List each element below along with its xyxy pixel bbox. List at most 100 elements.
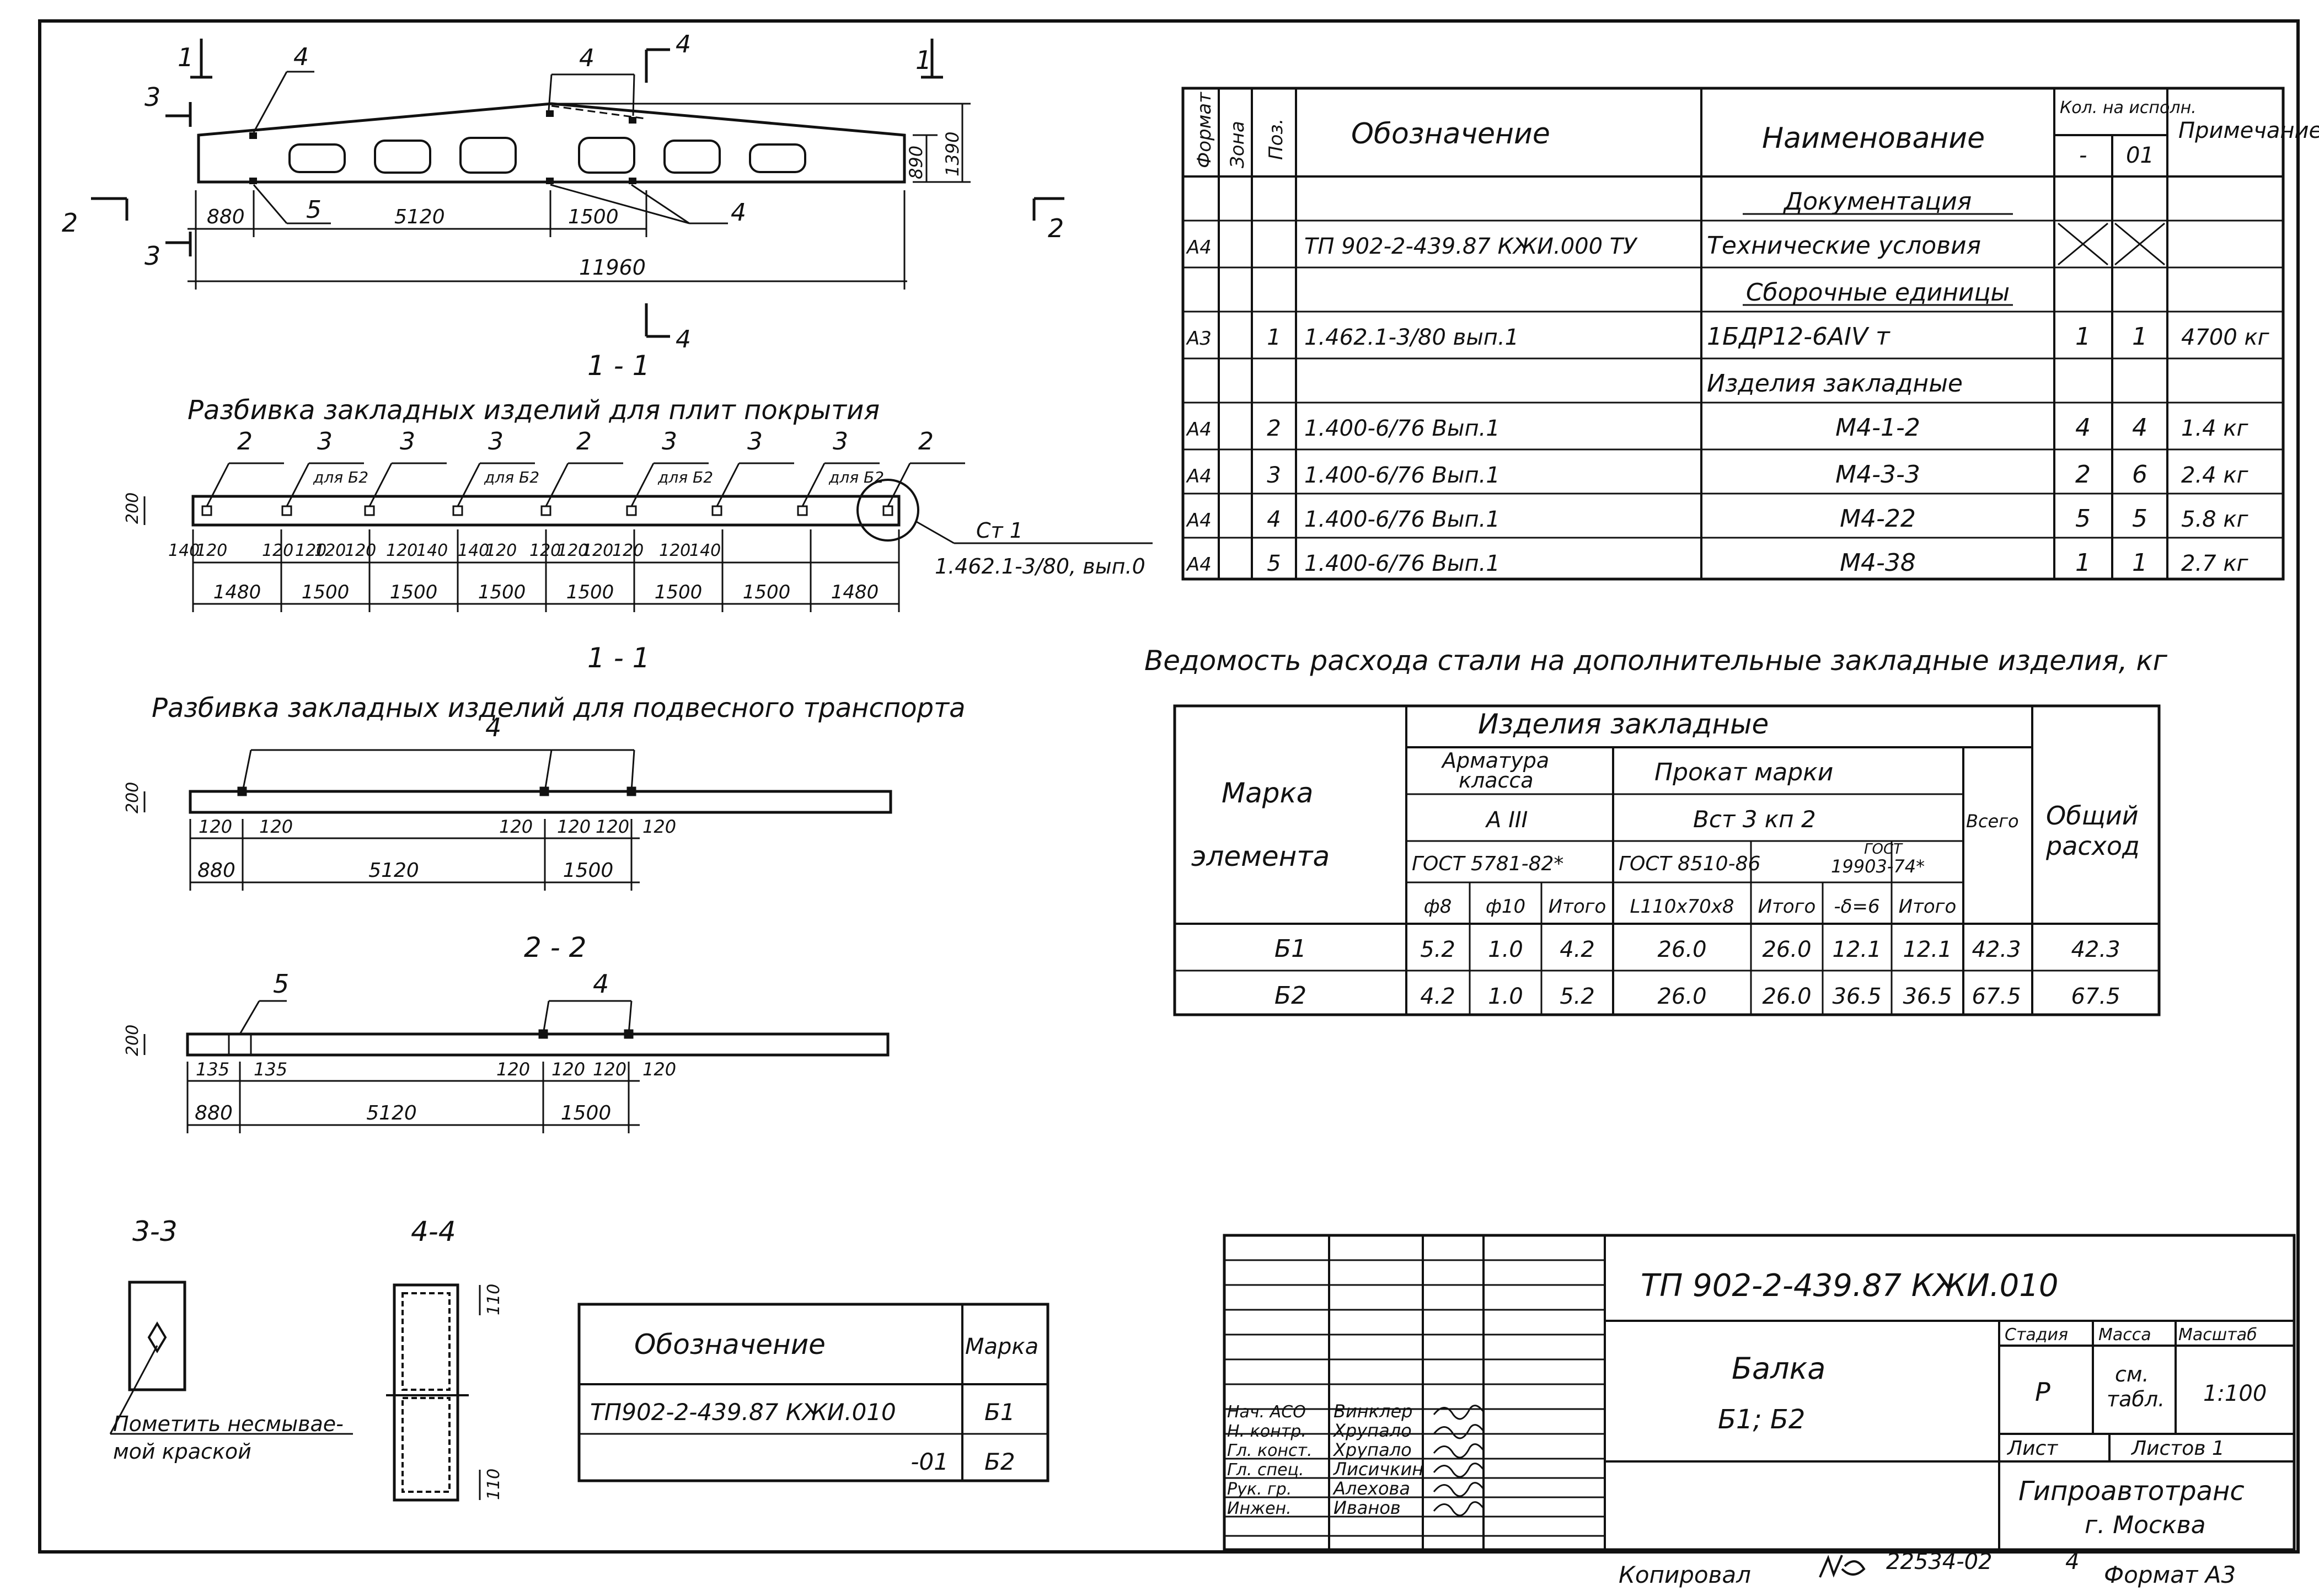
title-org: Гипроавтотранс [2018, 1476, 2245, 1507]
section-transport-item: 4 [485, 713, 501, 742]
marker-note: для Б2 [828, 468, 884, 486]
sheet-frame [38, 19, 2300, 1554]
roof-span-dim: 1500 [478, 581, 526, 603]
cut-label-2-right: 2 [1048, 213, 1064, 243]
section-22-title: 2 - 2 [524, 931, 586, 963]
roof-small-dim: 120 [314, 541, 346, 560]
tb-name: Иванов [1333, 1497, 1401, 1518]
marks-table-row1-mark: Б1 [984, 1399, 1015, 1426]
marker-leader [801, 463, 826, 507]
steel-col-head: Итого [1549, 896, 1606, 918]
tb-name: Хрупало [1332, 1420, 1412, 1441]
title-h-sheets: Листов 1 [2130, 1437, 2225, 1460]
marker-note: для Б2 [657, 468, 713, 486]
marker-num: 2 [918, 427, 934, 456]
elevation-embeds [249, 110, 636, 184]
spec-designation: ТП 902-2-439.87 КЖИ.000 ТУ [1304, 234, 1638, 259]
section-22-beam [186, 1032, 890, 1057]
embed-mark [882, 505, 893, 516]
elevation-dim-890: 890 [906, 146, 926, 179]
title-doc-code: ТП 902-2-439.87 КЖИ.010 [1641, 1268, 2058, 1304]
steel-cell: 42.3 [1972, 937, 2021, 962]
transport-small-dim: 120 [596, 816, 629, 837]
tb-name: Хрупало [1332, 1439, 1412, 1460]
spec-h-note: Примечание [2178, 118, 2319, 143]
section-transport-leaders [143, 749, 640, 883]
steel-h-overall-2: расход [2045, 831, 2140, 861]
roof-small-dim: 120 [345, 541, 376, 560]
steel-h-rebar-1: Арматура [1440, 748, 1549, 773]
spec-pos: 1 [1267, 325, 1281, 350]
marker-num: 3 [662, 427, 677, 456]
title-mass-1: см. [2115, 1362, 2149, 1386]
title-block: ТП 902-2-439.87 КЖИ.010 Балка Б1; Б2 Ста… [1223, 1234, 2296, 1551]
beam-outline [197, 102, 906, 184]
cut-label-1-right: 1 [915, 45, 931, 75]
cut-label-4-top: 4 [676, 30, 691, 58]
s22-small-dim: 120 [496, 1059, 530, 1080]
spec-qty: 4 [2132, 414, 2147, 442]
spec-name: М4-1-2 [1835, 414, 1920, 442]
steel-h-gost1: ГОСТ 8510-86 [1619, 853, 1760, 875]
roof-small-dim: 120 [295, 541, 326, 560]
spec-designation: 1.400-6/76 Вып.1 [1304, 551, 1500, 576]
spec-designation: 1.400-6/76 Вып.1 [1304, 416, 1500, 441]
elevation-dim-11960: 11960 [579, 255, 646, 280]
section-33-outline [128, 1281, 186, 1391]
embed-mark [797, 505, 808, 516]
roof-small-dim: 120 [196, 541, 227, 560]
tb-signature [1433, 1405, 1485, 1420]
marker-note: для Б2 [313, 468, 368, 486]
roof-span-dim: 1480 [213, 581, 261, 603]
steel-col-head: Итого [1899, 896, 1957, 918]
cut-markers [91, 39, 1064, 338]
section-33-note-2: мой краской [113, 1439, 251, 1464]
spec-qty: 1 [2132, 323, 2147, 351]
spec-h-qty: Кол. на исполн. [2060, 98, 2197, 117]
steel-cell: 5.2 [1560, 984, 1595, 1009]
spec-name: 1БДР12-6АIV т [1707, 323, 1890, 351]
marker-num: 3 [400, 427, 415, 456]
section-roof-callout-circle [856, 479, 919, 542]
spec-designation: 1.400-6/76 Вып.1 [1304, 507, 1500, 532]
cut-label-3-top: 3 [144, 82, 160, 112]
marker-num: 2 [237, 427, 253, 456]
roof-span-dim: 1500 [743, 581, 791, 603]
marker-leader [368, 463, 393, 507]
marks-table-row1-designation: ТП902-2-439.87 КЖИ.010 [590, 1399, 896, 1426]
embed-mark [626, 505, 637, 516]
steel-h-mark-1: Марка [1222, 777, 1313, 809]
roof-span-dim: 1500 [566, 581, 614, 603]
spec-name: Сборочные единицы [1746, 279, 2010, 307]
spec-pos: 2 [1267, 416, 1281, 441]
roof-small-dim: 140 [689, 541, 721, 560]
transport-span-dim: 880 [197, 859, 235, 882]
steel-table-title: Ведомость расхода стали на дополнительны… [1144, 645, 2168, 677]
steel-table: Ведомость расхода стали на дополнительны… [1144, 645, 2168, 1016]
tb-role: Нач. АСО [1227, 1402, 1306, 1422]
roof-span-dim: 1480 [831, 581, 879, 603]
roof-small-dim: 140 [458, 541, 489, 560]
marks-table-h-mark: Марка [965, 1334, 1038, 1359]
embed-mark [711, 505, 722, 516]
spec-qty: 2 [2075, 460, 2091, 489]
marker-leader [887, 463, 911, 507]
spec-h-qty-a: - [2079, 143, 2087, 168]
title-h-stage: Стадия [2005, 1325, 2068, 1345]
tb-signature [1433, 1424, 1485, 1439]
section-transport: 1 - 1 Разбивка закладных изделий для под… [123, 642, 966, 891]
roof-small-dim: 120 [557, 541, 588, 560]
tb-role: Н. контр. [1227, 1422, 1306, 1441]
title-item-name: Балка [1732, 1351, 1825, 1386]
elevation-dim-1390: 1390 [942, 132, 963, 176]
marker-num: 3 [833, 427, 848, 456]
embed-mark [201, 505, 212, 516]
section-33-note-1: Пометить несмывае- [113, 1412, 344, 1436]
steel-cell: 26.0 [1762, 984, 1811, 1009]
section-roof-callout-num: Ст 1 [976, 518, 1023, 543]
spec-qty: 6 [2132, 460, 2147, 489]
